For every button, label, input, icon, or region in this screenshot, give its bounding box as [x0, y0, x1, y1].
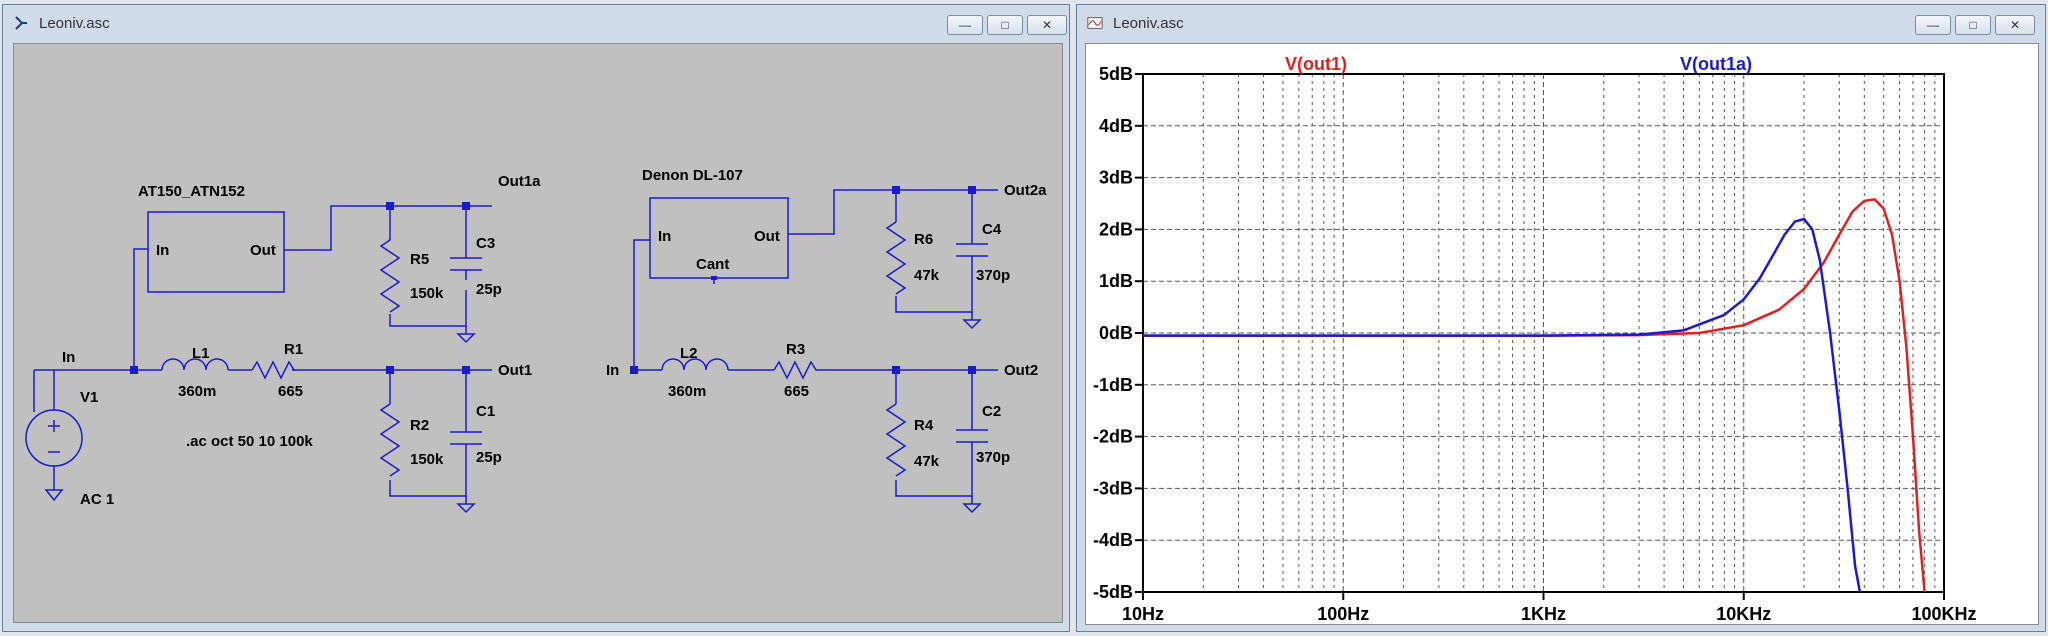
c4-value: 370p [976, 267, 1010, 284]
r6-value: 47k [914, 267, 940, 284]
denon-label: Denon DL-107 [642, 167, 743, 184]
y-tick-label: -5dB [1093, 582, 1133, 602]
bode-plot: 5dB4dB3dB2dB1dB0dB-1dB-2dB-3dB-4dB-5dB10… [1093, 54, 1977, 624]
out2a-label: Out2a [1004, 182, 1047, 199]
r1-label: R1 [284, 341, 303, 358]
c2-label: C2 [982, 403, 1001, 420]
denon-in-pin-label: In [658, 228, 671, 245]
l1-value: 360m [178, 383, 216, 400]
maximize-button[interactable]: □ [1955, 15, 1991, 35]
window-title: Leoniv.asc [39, 15, 110, 32]
y-tick-label: -1dB [1093, 375, 1133, 395]
l1-label: L1 [192, 345, 210, 362]
y-tick-label: -2dB [1093, 427, 1133, 447]
schematic-titlebar[interactable]: Leoniv.asc — □ ✕ [3, 5, 1069, 41]
r2-label: R2 [410, 417, 429, 434]
r4-label: R4 [914, 417, 934, 434]
r6-label: R6 [914, 231, 933, 248]
x-tick-label: 100Hz [1317, 604, 1369, 624]
x-tick-label: 1KHz [1521, 604, 1566, 624]
waveform-icon [1087, 17, 1103, 29]
y-tick-label: 2dB [1099, 219, 1133, 239]
x-tick-label: 100KHz [1911, 604, 1976, 624]
c4-label: C4 [982, 221, 1002, 238]
r1-value: 665 [278, 383, 303, 400]
in-pin-label: In [156, 242, 169, 259]
window-title: Leoniv.asc [1113, 15, 1184, 32]
out1-label: Out1 [498, 362, 532, 379]
r3-label: R3 [786, 341, 805, 358]
close-button[interactable]: ✕ [1027, 15, 1067, 35]
y-tick-label: 4dB [1099, 116, 1133, 136]
y-tick-label: 3dB [1099, 168, 1133, 188]
schematic-drawing: AT150_ATN152 In Out Out1a Out1 In V1 AC … [25, 167, 1047, 514]
x-tick-label: 10KHz [1716, 604, 1771, 624]
cant-pin-label: Cant [696, 256, 729, 273]
in2-label: In [606, 362, 619, 379]
legend-vout1: V(out1) [1285, 54, 1347, 74]
x-tick-label: 10Hz [1122, 604, 1164, 624]
y-tick-label: 1dB [1099, 271, 1133, 291]
v1-label: V1 [80, 389, 98, 406]
in-label: In [62, 349, 75, 366]
maximize-button[interactable]: □ [987, 15, 1023, 35]
out2-label: Out2 [1004, 362, 1038, 379]
legend-vout1a: V(out1a) [1680, 54, 1752, 74]
ac-label: AC 1 [80, 491, 114, 508]
l2-label: L2 [680, 345, 698, 362]
c1-label: C1 [476, 403, 495, 420]
c3-value: 25p [476, 281, 502, 298]
minimize-button[interactable]: — [1915, 15, 1951, 35]
y-tick-label: -3dB [1093, 478, 1133, 498]
series-vout1a-line [1143, 217, 1862, 593]
at150-label: AT150_ATN152 [138, 183, 245, 200]
close-button[interactable]: ✕ [1995, 15, 2035, 35]
r2-value: 150k [410, 451, 444, 468]
minimize-button[interactable]: — [947, 15, 983, 35]
out1a-label: Out1a [498, 173, 541, 190]
directive-label: .ac oct 50 10 100k [186, 433, 313, 450]
denon-out-pin-label: Out [754, 228, 780, 245]
c3-label: C3 [476, 235, 495, 252]
waveform-titlebar[interactable]: Leoniv.asc — □ ✕ [1077, 5, 2045, 41]
ltspice-icon [15, 16, 27, 30]
y-tick-label: -4dB [1093, 530, 1133, 550]
r5-value: 150k [410, 285, 444, 302]
schematic-window: Leoniv.asc — □ ✕ [2, 4, 1070, 632]
waveform-window: Leoniv.asc — □ ✕ 5dB 4dB 3dB 2dB 1dB 0dB -1dB -… [1076, 4, 2046, 632]
r5-label: R5 [410, 251, 429, 268]
schematic-canvas[interactable]: AT150_ATN152 In Out Out1a Out1 In V1 AC … [13, 43, 1063, 623]
r3-value: 665 [784, 383, 809, 400]
r4-value: 47k [914, 453, 940, 470]
series-vout1-line [1143, 198, 1926, 593]
y-tick-label: 0dB [1099, 323, 1133, 343]
c1-value: 25p [476, 449, 502, 466]
l2-value: 360m [668, 383, 706, 400]
c2-value: 370p [976, 449, 1010, 466]
y-tick-label: 5dB [1099, 64, 1133, 84]
out-pin-label: Out [250, 242, 276, 259]
